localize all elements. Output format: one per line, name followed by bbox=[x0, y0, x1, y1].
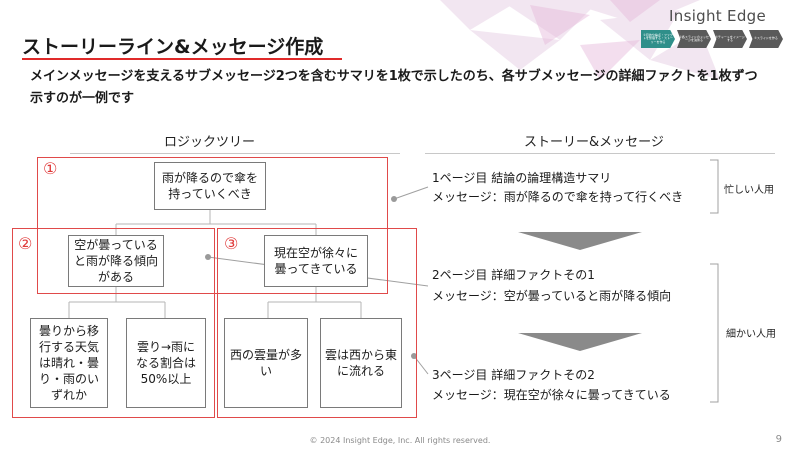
tree-node-leaf4: 雲は西から東に流れる bbox=[320, 318, 402, 408]
process-step-3: ③チャートをイメージする bbox=[713, 30, 747, 48]
tree-node-leaf1: 曇りから移行する天気は晴れ・曇り・雨のいずれか bbox=[30, 318, 108, 408]
story-page2-title: 2ページ目 詳細ファクトその1 bbox=[432, 268, 595, 282]
story-page3-message: メッセージ：現在空が徐々に曇ってきている bbox=[432, 388, 671, 402]
story-page3-title: 3ページ目 詳細ファクトその2 bbox=[432, 368, 595, 382]
story-heading: ストーリー&メッセージ bbox=[524, 135, 664, 150]
tree-node-sub2: 現在空が徐々に曇ってきている bbox=[264, 235, 368, 287]
tree-node-leaf2: 雲り→雨になる割合は50%以上 bbox=[126, 318, 206, 408]
tree-node-root: 雨が降るので傘を持っていくべき bbox=[154, 162, 266, 210]
story-page2-message: メッセージ：空が曇っていると雨が降る傾向 bbox=[432, 289, 672, 303]
tree-node-leaf3: 西の雲量が多い bbox=[224, 318, 308, 408]
busy-bracket bbox=[710, 159, 719, 214]
group-number-1: ① bbox=[43, 159, 58, 178]
title-underline bbox=[22, 58, 342, 60]
process-step-2: ②各スライドのメッセージを決める bbox=[677, 30, 711, 48]
story-heading-rule bbox=[425, 153, 775, 154]
logic-tree-heading-rule bbox=[70, 153, 400, 154]
page-title: ストーリーライン&メッセージ作成 bbox=[22, 36, 324, 58]
process-step-1: ①目的や論点・ファクトを整理する・ストーリーを作る bbox=[641, 30, 675, 48]
audience-busy-label: 忙しい人用 bbox=[724, 185, 774, 196]
logic-tree-heading: ロジックツリー bbox=[164, 135, 256, 150]
story-page1-title: 1ページ目 結論の論理構造サマリ bbox=[432, 171, 612, 185]
page-number: 9 bbox=[775, 434, 782, 445]
brand-logo-text: Insight Edge bbox=[669, 7, 766, 25]
footer-copyright: © 2024 Insight Edge, Inc. All rights res… bbox=[309, 436, 491, 445]
story-page1-message: メッセージ：雨が降るので傘を持って行くべき bbox=[432, 190, 684, 204]
group-frame-3 bbox=[217, 228, 417, 418]
group-frame-1 bbox=[37, 157, 388, 294]
group-frame-2 bbox=[12, 228, 215, 418]
tree-node-sub1: 空が曇っていると雨が降る傾向がある bbox=[68, 235, 164, 287]
story-link-line bbox=[393, 186, 429, 200]
group-number-3: ③ bbox=[224, 234, 239, 253]
flow-arrow-down-icon bbox=[518, 232, 642, 250]
group-number-2: ② bbox=[18, 234, 33, 253]
process-step-4: ④スライドを作る bbox=[749, 30, 783, 48]
flow-arrow-down-icon bbox=[518, 333, 642, 351]
detail-bracket bbox=[710, 263, 719, 403]
process-steps: ①目的や論点・ファクトを整理する・ストーリーを作る ②各スライドのメッセージを決… bbox=[641, 30, 785, 48]
story-link-dot bbox=[391, 196, 397, 202]
lead-text: メインメッセージを支えるサブメッセージ2つを含むサマリを1枚で示したのち、各サブ… bbox=[30, 69, 758, 106]
audience-detail-label: 細かい人用 bbox=[726, 329, 776, 340]
